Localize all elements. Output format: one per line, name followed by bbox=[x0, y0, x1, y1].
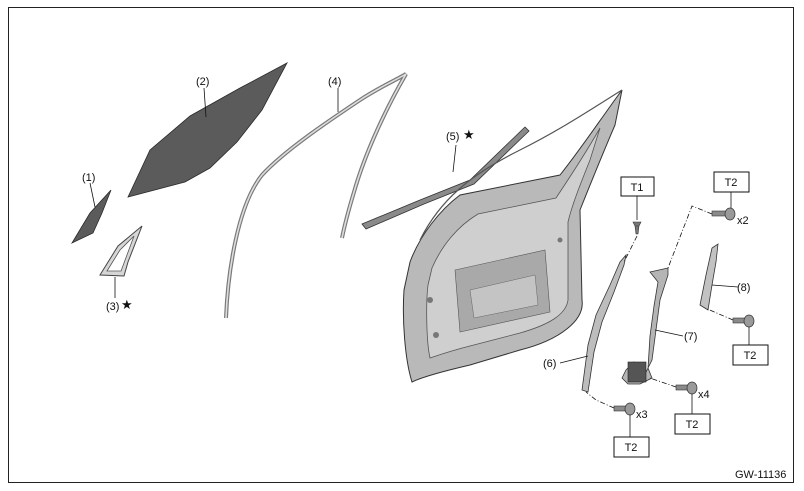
qty-x3: x3 bbox=[636, 409, 648, 421]
torque-box-t1 bbox=[620, 176, 655, 197]
diagram-frame bbox=[8, 7, 794, 483]
qty-x2: x2 bbox=[737, 215, 749, 227]
door-panel bbox=[402, 89, 623, 383]
label-part-2: (2) bbox=[196, 76, 209, 88]
torque-box-t2-left bbox=[613, 436, 650, 458]
torque-box-t2-mid bbox=[674, 413, 711, 435]
torque-label-t2-left: T2 bbox=[625, 442, 638, 454]
label-part-1: (1) bbox=[82, 172, 95, 184]
figure-code: GW-11136 bbox=[735, 469, 786, 481]
star-marker-3: ★ bbox=[121, 298, 133, 313]
label-part-3: (3) bbox=[106, 301, 119, 313]
torque-label-t2-right: T2 bbox=[744, 350, 757, 362]
label-part-8: (8) bbox=[737, 282, 750, 294]
torque-box-t2-right bbox=[732, 344, 769, 366]
part-2-door-glass bbox=[127, 62, 288, 198]
part-7-window-regulator bbox=[621, 267, 669, 385]
torque-label-t2-top: T2 bbox=[725, 177, 738, 189]
torque-label-t1: T1 bbox=[631, 182, 644, 194]
bolt-icon-mid bbox=[675, 381, 698, 395]
part-5-belt-moulding bbox=[361, 126, 530, 230]
bolt-icon-right bbox=[732, 314, 755, 328]
label-part-7: (7) bbox=[684, 331, 697, 343]
label-part-5: (5) bbox=[446, 131, 459, 143]
screw-icon-t1 bbox=[632, 221, 642, 235]
torque-label-t2-mid: T2 bbox=[686, 419, 699, 431]
part-6-rear-sash bbox=[581, 253, 627, 393]
bolt-icon-left bbox=[613, 402, 636, 416]
star-marker-5: ★ bbox=[463, 128, 475, 143]
qty-x4: x4 bbox=[698, 389, 710, 401]
part-1-quarter-glass bbox=[70, 189, 112, 244]
label-part-4: (4) bbox=[328, 76, 341, 88]
label-part-6: (6) bbox=[543, 358, 556, 370]
bolt-icon-top bbox=[711, 207, 736, 221]
torque-box-t2-top bbox=[713, 171, 750, 193]
part-8-front-sash bbox=[699, 243, 719, 311]
